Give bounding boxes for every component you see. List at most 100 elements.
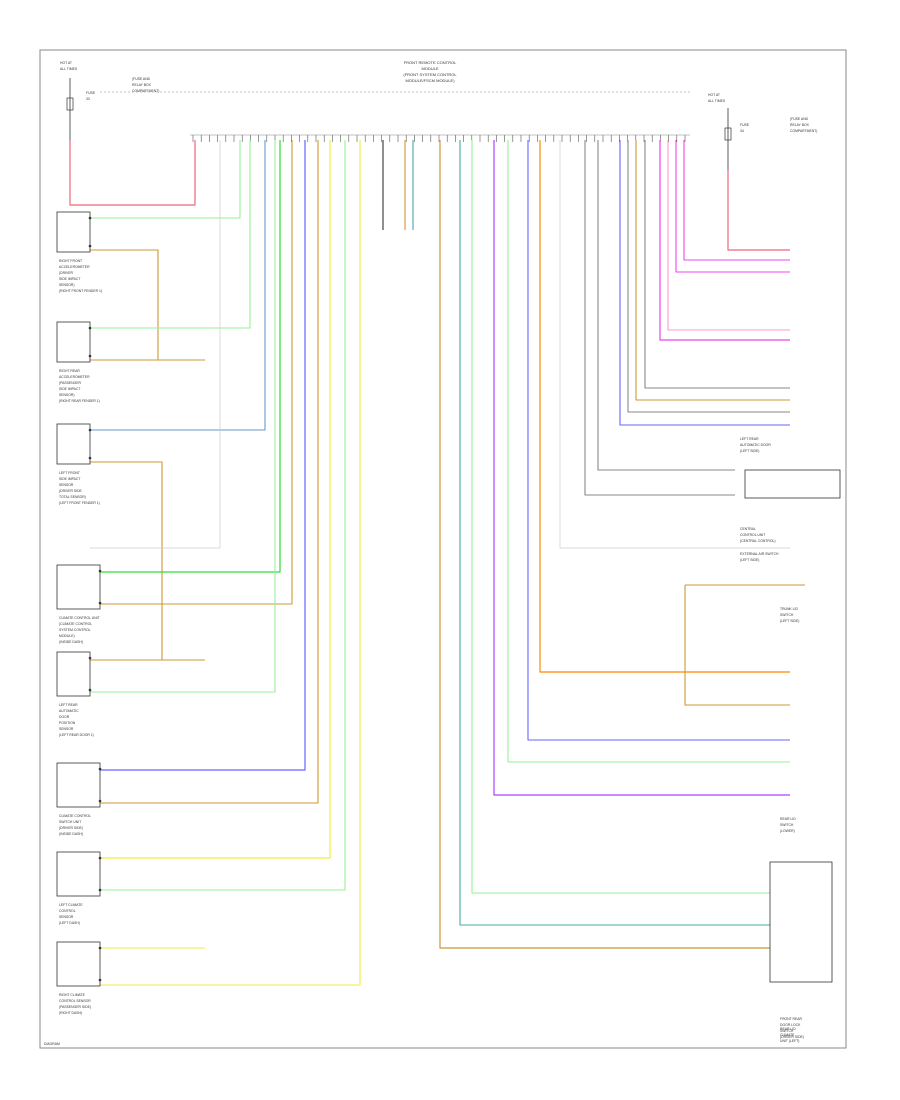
component-name-line: CONTROL SENSOR [59, 999, 91, 1003]
terminal [88, 244, 92, 248]
right-fuse-line-1: FUSE [740, 123, 750, 127]
component-box [56, 423, 91, 465]
left-component: RIGHT CLIMATE CONTROL SENSOR (PASSENGER SI… [56, 941, 102, 1015]
wire [100, 140, 331, 859]
component-name-line: SENSOR [59, 483, 74, 487]
component-name-line: CLIMATE [780, 1033, 795, 1037]
terminal [88, 656, 92, 660]
component-box [56, 211, 91, 253]
component-name-line: REAR LID [780, 817, 796, 821]
component-name-line: UNIT (LEFT) [780, 1039, 799, 1043]
terminal [98, 856, 102, 860]
left-fuse-line-4: RELAY BOX [132, 83, 152, 87]
right-power-source: HOT AT ALL TIMES FUSE 34 (FUSE AND RELAY… [708, 93, 817, 133]
terminal [88, 354, 92, 358]
component-name-line: LEFT REAR [59, 703, 78, 707]
component-box [56, 851, 101, 897]
wire [727, 170, 790, 251]
terminal [98, 767, 102, 771]
component-name-line: TOTAL SENSOR) [59, 495, 86, 499]
component-name-line: (PASSENGER SIDE) [59, 1005, 91, 1009]
right-fuse-line-4: RELAY BOX [790, 123, 810, 127]
terminal [98, 569, 102, 573]
component-box [56, 564, 101, 610]
module-title: FRONT REMOTE CONTROL MODULE (FRONT SYSTE… [403, 60, 457, 83]
wire [100, 140, 361, 986]
wire [90, 140, 266, 431]
right-component: REAR LID CLIMATE UNIT (LEFT) [780, 1027, 799, 1043]
component-name-line: ACCELEROMETER [59, 375, 90, 379]
component-box [56, 651, 91, 697]
component-name-line: REAR LID [780, 1027, 796, 1031]
terminal [88, 326, 92, 330]
component-name-line: (DRIVER SIDE) [780, 1035, 804, 1039]
component-name-line: (CLIMATE CONTROL [59, 622, 92, 626]
right-fuse-line-3: (FUSE AND [790, 117, 809, 121]
wire [90, 249, 159, 360]
component-name-line: (DRIVER [59, 271, 73, 275]
title-line-1: FRONT REMOTE CONTROL [404, 60, 457, 65]
component-name-line: RIGHT REAR [59, 369, 80, 373]
component-name-line: SYSTEM CONTROL [59, 628, 91, 632]
component-name-line: POSITION [59, 721, 76, 725]
wire [100, 140, 319, 804]
component-name-line: LEFT REAR [740, 437, 759, 441]
component-note: (INSIDE DASH) [59, 640, 83, 644]
component-name-line: CONTROL [59, 909, 76, 913]
right-power-line-1: HOT AT [708, 93, 720, 97]
component-box [56, 941, 101, 987]
component-name-line: SWITCH UNIT [59, 820, 81, 824]
component-note: (INSIDE DASH) [59, 832, 83, 836]
wire [100, 140, 306, 771]
wire [90, 140, 276, 693]
left-power-source: HOT AT ALL TIMES FUSE 33 (FUSE AND RELAY… [60, 61, 159, 101]
wire [100, 140, 293, 605]
diagram-code: DIAGRAM [44, 1042, 60, 1046]
component-name-line: MODULE) [59, 634, 75, 638]
wire [493, 140, 790, 796]
wire [69, 140, 196, 206]
terminal [88, 688, 92, 692]
component-name-line: SENSOR [59, 727, 74, 731]
component-name-line: CLIMATE CONTROL UNIT [59, 616, 100, 620]
component-name-line: DOOR [59, 715, 70, 719]
component-note: (LEFT REAR DOOR 1) [59, 733, 94, 737]
component-note: (RIGHT REAR FENDER 1) [59, 399, 100, 403]
terminal [98, 978, 102, 982]
terminal [98, 799, 102, 803]
component-name-line: (LEFT SIDE) [740, 449, 759, 453]
left-component: LEFT REARAUTOMATICDOORPOSITIONSENSOR(LEF… [56, 651, 94, 737]
component-name-line: SWITCH [780, 613, 794, 617]
terminal [88, 456, 92, 460]
wire [644, 140, 790, 389]
title-line-4: MODULE/FSCM MODULE) [405, 78, 455, 83]
component-name-line: EXTERNAL AIR SWITCH [740, 552, 779, 556]
wire [684, 585, 790, 706]
component-note: (RIGHT DASH) [59, 1011, 82, 1015]
component-name-line: (DRIVER SIDE [59, 489, 83, 493]
right-power-line-2: ALL TIMES [708, 99, 726, 103]
wire [597, 140, 735, 471]
wire [459, 140, 780, 926]
left-fuse-icon [66, 78, 74, 140]
wire [507, 140, 790, 763]
module-connector-pins [192, 135, 686, 142]
wire [539, 140, 790, 673]
wire [675, 140, 790, 273]
wire [659, 140, 790, 341]
component-name-line: RIGHT CLIMATE [59, 993, 86, 997]
component-name-line: (LOWER) [780, 829, 795, 833]
component-box [56, 321, 91, 363]
component-name-line: LEFT CLIMATE [59, 903, 83, 907]
wire [667, 140, 790, 331]
component-name-line: SIDE IMPACT [59, 277, 80, 281]
wire [627, 140, 790, 413]
component-name-line: CLIMATE CONTROL [59, 814, 91, 818]
component-name-line: CENTRAL [740, 527, 756, 531]
component-name-line: ACCELEROMETER [59, 265, 90, 269]
